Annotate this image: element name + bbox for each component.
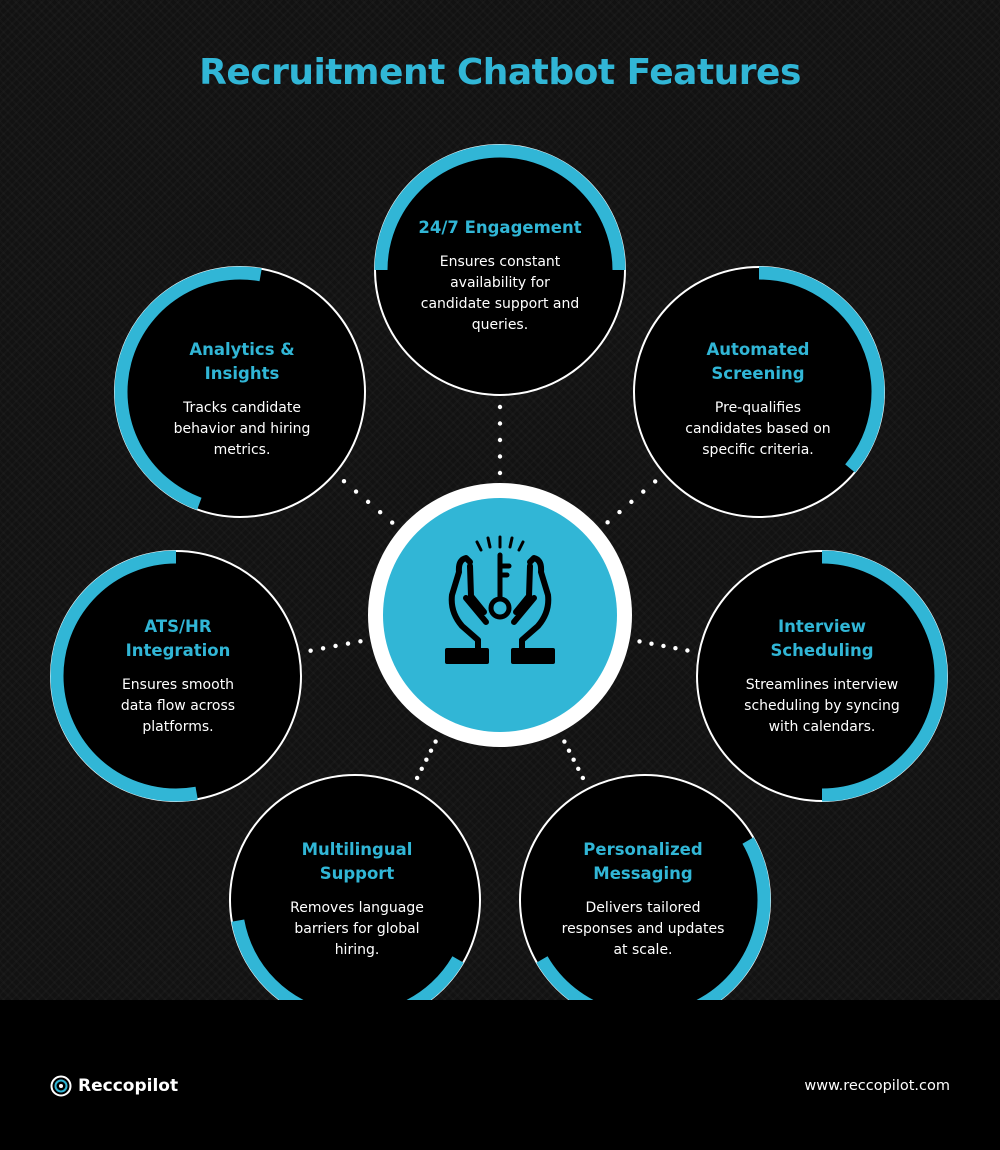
connector-dot xyxy=(333,643,338,649)
hands-holding-key-icon xyxy=(445,535,555,664)
connector-dot xyxy=(580,775,586,781)
website-url: www.reccopilot.com xyxy=(804,1078,950,1094)
connector-dot xyxy=(320,646,326,651)
feature-diagram xyxy=(50,144,948,1000)
connector-dot xyxy=(685,648,690,653)
brand: Reccopilot xyxy=(50,1075,178,1097)
feature-analytics: Analytics & Insights Tracks candidate be… xyxy=(142,338,342,461)
feature-ring-multilingual xyxy=(229,774,481,1000)
feature-rings xyxy=(50,144,948,1000)
feature-ring-accent-arc xyxy=(114,266,262,510)
connector-dot xyxy=(641,489,646,494)
connector-dot xyxy=(345,641,351,646)
feature-engagement: 24/7 Engagement Ensures constant availab… xyxy=(400,216,600,336)
feature-multilingual: Multilingual Support Removes language ba… xyxy=(257,838,457,961)
connector-dot xyxy=(341,478,347,484)
page-title: Recruitment Chatbot Features xyxy=(199,52,801,93)
connectors xyxy=(308,404,690,781)
feature-ring-integration xyxy=(50,550,302,802)
connector-dot xyxy=(390,520,395,525)
connector-dot xyxy=(497,454,503,459)
connector-dot xyxy=(562,739,567,744)
center-hub xyxy=(368,483,632,747)
feature-ring-analytics xyxy=(114,266,366,518)
connector-dot xyxy=(637,639,642,644)
connector-dot xyxy=(497,470,503,476)
connector-dot xyxy=(571,757,576,762)
feature-title: Interview Scheduling xyxy=(770,617,874,660)
connector-dot xyxy=(497,421,503,426)
feature-description: Ensures constant availability for candid… xyxy=(420,254,580,333)
feature-ring-scheduling xyxy=(696,550,948,802)
connector-dot xyxy=(365,499,371,505)
feature-title: Analytics & Insights xyxy=(189,340,295,383)
feature-description: Delivers tailored responses and updates … xyxy=(561,900,725,958)
connector-dot xyxy=(358,639,363,644)
connector-dot xyxy=(419,766,424,772)
feature-description: Tracks candidate behavior and hiring met… xyxy=(173,400,311,458)
connector-dot xyxy=(617,509,622,515)
feature-ring-accent-arc xyxy=(374,144,626,271)
feature-ring-messaging xyxy=(519,774,771,1000)
connector-dot xyxy=(497,404,503,410)
connector-dot xyxy=(428,748,434,753)
connector-dot xyxy=(661,643,666,649)
footer: Reccopilot www.reccopilot.com xyxy=(0,1000,1000,1150)
feature-integration: ATS/HR Integration Ensures smooth data f… xyxy=(78,615,278,738)
feature-ring-accent-arc xyxy=(231,919,464,1000)
connector-dot xyxy=(308,648,313,653)
feature-title: 24/7 Engagement xyxy=(418,218,582,237)
feature-title: Automated Screening xyxy=(706,340,810,383)
connector-dot xyxy=(629,499,634,505)
feature-screening: Automated Screening Pre-qualifies candid… xyxy=(658,338,858,461)
connector-dot xyxy=(377,510,383,515)
feature-messaging: Personalized Messaging Delivers tailored… xyxy=(543,838,743,961)
connector-dot xyxy=(649,641,654,646)
connector-dot xyxy=(605,520,610,525)
connector-dot xyxy=(652,479,658,484)
feature-description: Streamlines interview scheduling by sync… xyxy=(744,677,900,735)
connector-dot xyxy=(414,775,420,781)
feature-description: Pre-qualifies candidates based on specif… xyxy=(685,400,831,458)
feature-ring-screening xyxy=(633,266,885,518)
reccopilot-logo-icon xyxy=(50,1075,72,1097)
feature-title: Multilingual Support xyxy=(301,840,413,883)
feature-scheduling: Interview Scheduling Streamlines intervi… xyxy=(722,615,922,738)
feature-description: Ensures smooth data flow across platform… xyxy=(120,677,236,735)
connector-dot xyxy=(673,646,678,651)
feature-description: Removes language barriers for global hir… xyxy=(290,900,424,958)
connector-dot xyxy=(497,437,503,443)
connector-dot xyxy=(424,757,429,762)
feature-ring-accent-arc xyxy=(821,550,948,802)
connector-dot xyxy=(433,739,438,744)
connector-dot xyxy=(576,766,581,772)
connector-dot xyxy=(566,748,572,753)
connector-dot xyxy=(353,489,359,494)
feature-ring-outline xyxy=(229,774,481,1000)
feature-ring-accent-arc xyxy=(758,266,885,473)
feature-ring-engagement xyxy=(374,144,626,396)
feature-ring-accent-arc xyxy=(50,550,198,802)
brand-name: Reccopilot xyxy=(78,1076,179,1096)
feature-title: ATS/HR Integration xyxy=(125,617,231,660)
feature-ring-accent-arc xyxy=(536,837,771,1000)
feature-title: Personalized Messaging xyxy=(583,840,703,883)
